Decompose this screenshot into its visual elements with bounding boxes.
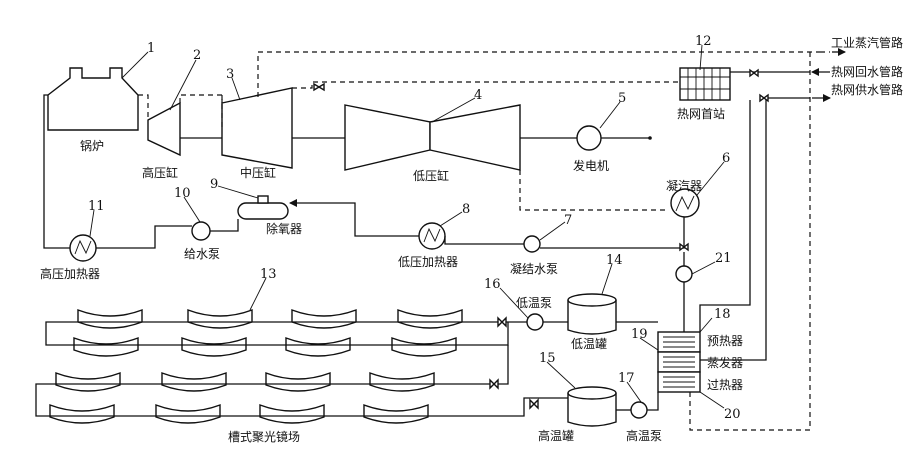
boiler-label: 锅炉	[80, 138, 104, 153]
hp-heater-label: 高压加热器	[40, 266, 100, 281]
ref-6: 6	[722, 151, 730, 166]
ref-19: 19	[631, 327, 648, 342]
low-temp-pump	[527, 314, 543, 330]
ref-13: 13	[260, 267, 277, 282]
boiler	[48, 68, 138, 130]
lp-heater	[419, 223, 445, 249]
lp-cylinder-label: 低压缸	[413, 168, 449, 183]
ip-cylinder	[222, 88, 292, 168]
supply-water-label: 热网供水管路	[831, 82, 903, 97]
high-temp-pump	[631, 402, 647, 418]
ref-20: 20	[724, 407, 741, 422]
ref-21: 21	[715, 251, 732, 266]
preheater	[658, 332, 700, 352]
ref-15: 15	[539, 351, 556, 366]
ref-17: 17	[618, 371, 635, 386]
condenser	[671, 189, 699, 217]
ref-3: 3	[226, 67, 234, 82]
ref-1: 1	[147, 41, 155, 56]
condensate-pump	[524, 236, 540, 252]
ref-11: 11	[88, 199, 105, 214]
high-temp-tank-label: 高温罐	[538, 428, 574, 443]
ref-18: 18	[714, 307, 731, 322]
deaerator-label: 除氧器	[266, 221, 302, 236]
evaporator	[658, 352, 700, 372]
lp-cylinder-right	[430, 105, 520, 170]
hp-cylinder-label: 高压缸	[142, 165, 178, 180]
hp-heater	[70, 235, 96, 261]
ref-12: 12	[695, 34, 712, 49]
heat-station-label: 热网首站	[677, 107, 725, 121]
industrial-steam-label: 工业蒸汽管路	[831, 35, 903, 50]
condenser-label: 凝汽器	[666, 178, 702, 193]
ref-14: 14	[606, 253, 623, 268]
ref-7: 7	[564, 213, 572, 228]
solar-field-label: 槽式聚光镜场	[228, 429, 300, 444]
ref-10: 10	[174, 186, 191, 201]
feed-pump-label: 给水泵	[184, 247, 220, 261]
low-temp-pump-label: 低温泵	[516, 296, 552, 310]
generator	[577, 126, 601, 150]
deaerator	[238, 196, 288, 219]
feed-pump	[192, 222, 210, 240]
return-water-label: 热网回水管路	[831, 64, 903, 79]
solar-field	[50, 310, 462, 423]
pump-21	[676, 266, 692, 282]
ref-16: 16	[484, 277, 501, 292]
ref-4: 4	[474, 88, 482, 103]
low-temp-tank	[568, 294, 616, 334]
lp-cylinder-left	[345, 105, 430, 170]
lp-heater-label: 低压加热器	[398, 255, 458, 269]
superheater	[658, 372, 700, 392]
ref-2: 2	[193, 48, 201, 63]
evaporator-label: 蒸发器	[707, 355, 743, 370]
ip-cylinder-label: 中压缸	[240, 165, 276, 180]
superheater-label: 过热器	[707, 378, 743, 392]
preheater-label: 预热器	[707, 334, 743, 348]
generator-label: 发电机	[573, 158, 609, 173]
condensate-pump-label: 凝结水泵	[510, 261, 558, 276]
high-temp-pump-label: 高温泵	[626, 428, 662, 443]
low-temp-tank-label: 低温罐	[571, 337, 607, 351]
ref-8: 8	[462, 202, 470, 217]
high-temp-tank	[568, 387, 616, 426]
hp-cylinder	[148, 103, 180, 155]
ref-5: 5	[618, 91, 626, 106]
heat-network-station	[680, 68, 730, 100]
ref-9: 9	[210, 177, 218, 192]
